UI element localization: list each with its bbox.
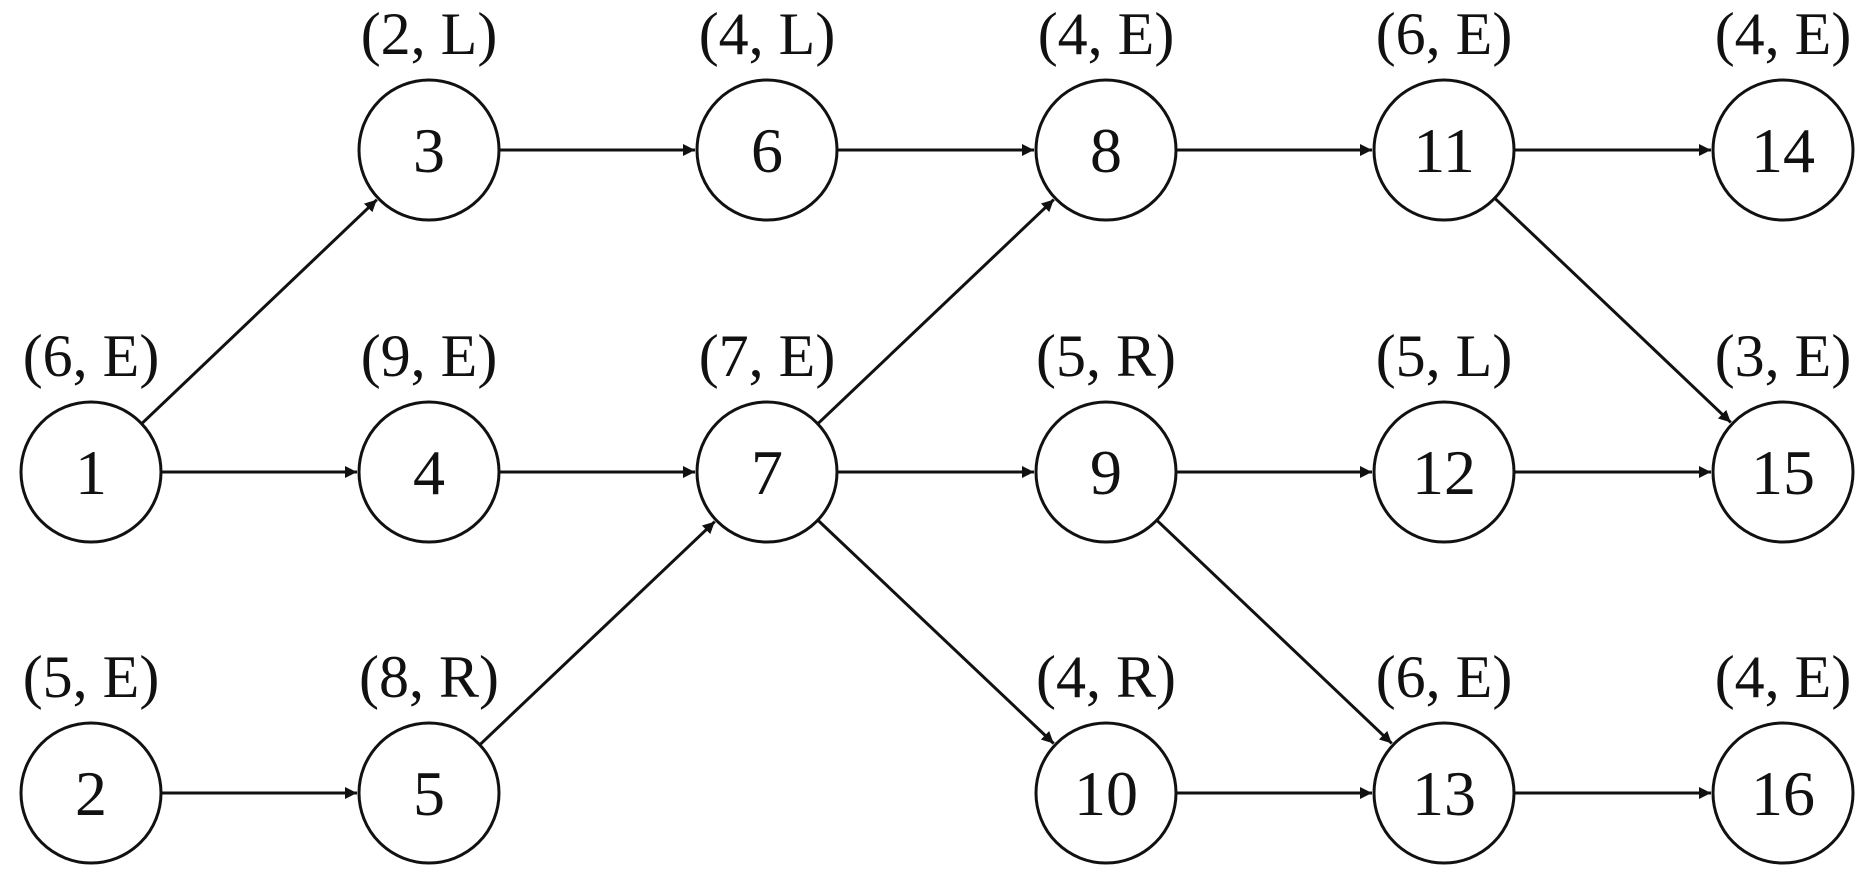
node-1: 1 (6, E) (19, 323, 163, 544)
node-attribute-label: (4, E) (1715, 644, 1852, 710)
node-16: 16 (4, E) (1711, 644, 1855, 865)
node-circle (695, 78, 839, 222)
node-circle (1034, 78, 1178, 222)
node-11: 11 (6, E) (1372, 1, 1516, 222)
node-label: 10 (1074, 758, 1138, 829)
node-label: 6 (751, 115, 783, 186)
node-attribute-label: (2, L) (361, 1, 498, 67)
node-label: 3 (413, 115, 445, 186)
edges-layer (140, 144, 1732, 799)
node-attribute-label: (4, E) (1038, 1, 1175, 67)
node-circle (1372, 78, 1516, 222)
node-12: 12 (5, L) (1372, 323, 1516, 544)
node-6: 6 (4, L) (695, 1, 839, 222)
node-label: 8 (1090, 115, 1122, 186)
node-circle (357, 78, 501, 222)
node-circle (1711, 78, 1855, 222)
edge-9-13 (1155, 519, 1393, 745)
node-label: 12 (1412, 437, 1476, 508)
node-circle (357, 400, 501, 544)
node-2: 2 (5, E) (19, 644, 163, 865)
node-attribute-label: (3, E) (1715, 323, 1852, 389)
node-circle (1711, 400, 1855, 544)
node-attribute-label: (6, E) (1376, 644, 1513, 710)
edge-5-7 (478, 520, 716, 746)
node-5: 5 (8, R) (357, 644, 501, 865)
node-15: 15 (3, E) (1711, 323, 1855, 544)
node-10: 10 (4, R) (1034, 644, 1178, 865)
node-8: 8 (4, E) (1034, 1, 1178, 222)
node-attribute-label: (5, R) (1036, 323, 1176, 389)
edge-11-15 (1493, 197, 1732, 424)
node-attribute-label: (5, E) (23, 644, 160, 710)
node-label: 5 (413, 758, 445, 829)
node-circle (357, 721, 501, 865)
node-label: 4 (413, 437, 445, 508)
node-13: 13 (6, E) (1372, 644, 1516, 865)
node-attribute-label: (5, L) (1376, 323, 1513, 389)
node-circle (19, 721, 163, 865)
node-attribute-label: (7, E) (699, 323, 836, 389)
nodes-layer: 1 (6, E) 2 (5, E) 3 (2, L) 4 (9, E) 5 (8, R) 6 (4, … (19, 1, 1855, 865)
node-attribute-label: (9, E) (361, 323, 498, 389)
node-circle (1034, 400, 1178, 544)
node-attribute-label: (4, R) (1036, 644, 1176, 710)
node-label: 16 (1751, 758, 1815, 829)
edge-7-10 (816, 519, 1055, 745)
node-4: 4 (9, E) (357, 323, 501, 544)
node-circle (1372, 721, 1516, 865)
node-label: 7 (751, 437, 783, 508)
node-label: 2 (75, 758, 107, 829)
node-label: 9 (1090, 437, 1122, 508)
node-label: 11 (1413, 115, 1475, 186)
node-3: 3 (2, L) (357, 1, 501, 222)
node-circle (1034, 721, 1178, 865)
node-label: 1 (75, 437, 107, 508)
node-label: 15 (1751, 437, 1815, 508)
edge-7-8 (816, 198, 1055, 425)
node-label: 13 (1412, 758, 1476, 829)
node-attribute-label: (4, L) (699, 1, 836, 67)
node-circle (695, 400, 839, 544)
node-attribute-label: (8, R) (359, 644, 499, 710)
edge-1-3 (140, 198, 378, 425)
node-label: 14 (1751, 115, 1815, 186)
node-circle (1711, 721, 1855, 865)
node-attribute-label: (4, E) (1715, 1, 1852, 67)
node-7: 7 (7, E) (695, 323, 839, 544)
node-circle (19, 400, 163, 544)
node-9: 9 (5, R) (1034, 323, 1178, 544)
node-attribute-label: (6, E) (1376, 1, 1513, 67)
node-attribute-label: (6, E) (23, 323, 160, 389)
node-14: 14 (4, E) (1711, 1, 1855, 222)
node-circle (1372, 400, 1516, 544)
